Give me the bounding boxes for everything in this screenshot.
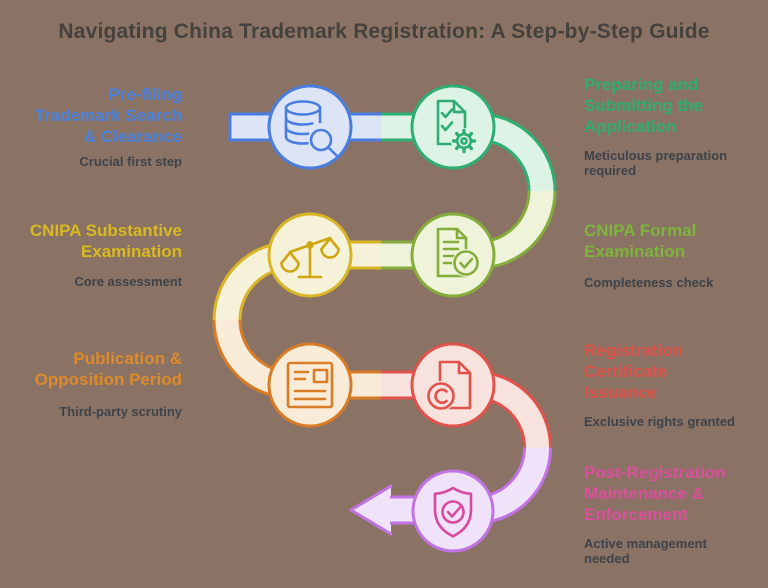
step-node-6 [410,342,496,428]
step-node-1 [267,84,353,170]
database-search-icon [284,100,338,157]
step-3-title: CNIPA Formal Examination [584,221,697,261]
flow-path-fills [215,115,554,522]
shield-check-icon [433,486,473,538]
step-7-subtitle: Active management needed [584,536,707,566]
step-4-title: CNIPA Substantive Examination [29,221,182,261]
step-3-subtitle: Completeness check [584,275,714,290]
page-title: Navigating China Trademark Registration:… [58,20,710,43]
arrow-left-icon [349,484,393,536]
step-1-title: Pre-filing Trademark Search & Clearance [34,85,182,146]
step-1-subtitle: Crucial first step [79,154,182,169]
document-checklist-gear-icon [436,99,477,154]
step-2-title: Preparing and Submitting the Application [584,75,703,136]
step-node-7 [411,469,495,553]
step-7-title: Post-Registration Maintenance & Enforcem… [584,463,726,524]
step-6-subtitle: Exclusive rights granted [584,414,735,429]
step-node-5 [267,342,353,428]
step-5-subtitle: Third-party scrutiny [59,404,182,419]
step-5-title: Publication & Opposition Period [34,349,182,389]
balance-scale-icon [280,236,340,279]
copyright-document-icon [426,360,472,411]
step-nodes [267,84,496,553]
document-check-icon [436,227,480,278]
step-6-title: Registration Certificate Issuance [584,341,684,402]
step-2-subtitle: Meticulous preparation required [584,148,728,178]
newspaper-icon [286,361,334,409]
step-node-2 [410,84,496,170]
step-4-subtitle: Core assessment [74,274,182,289]
flow-path-borders [212,112,557,525]
